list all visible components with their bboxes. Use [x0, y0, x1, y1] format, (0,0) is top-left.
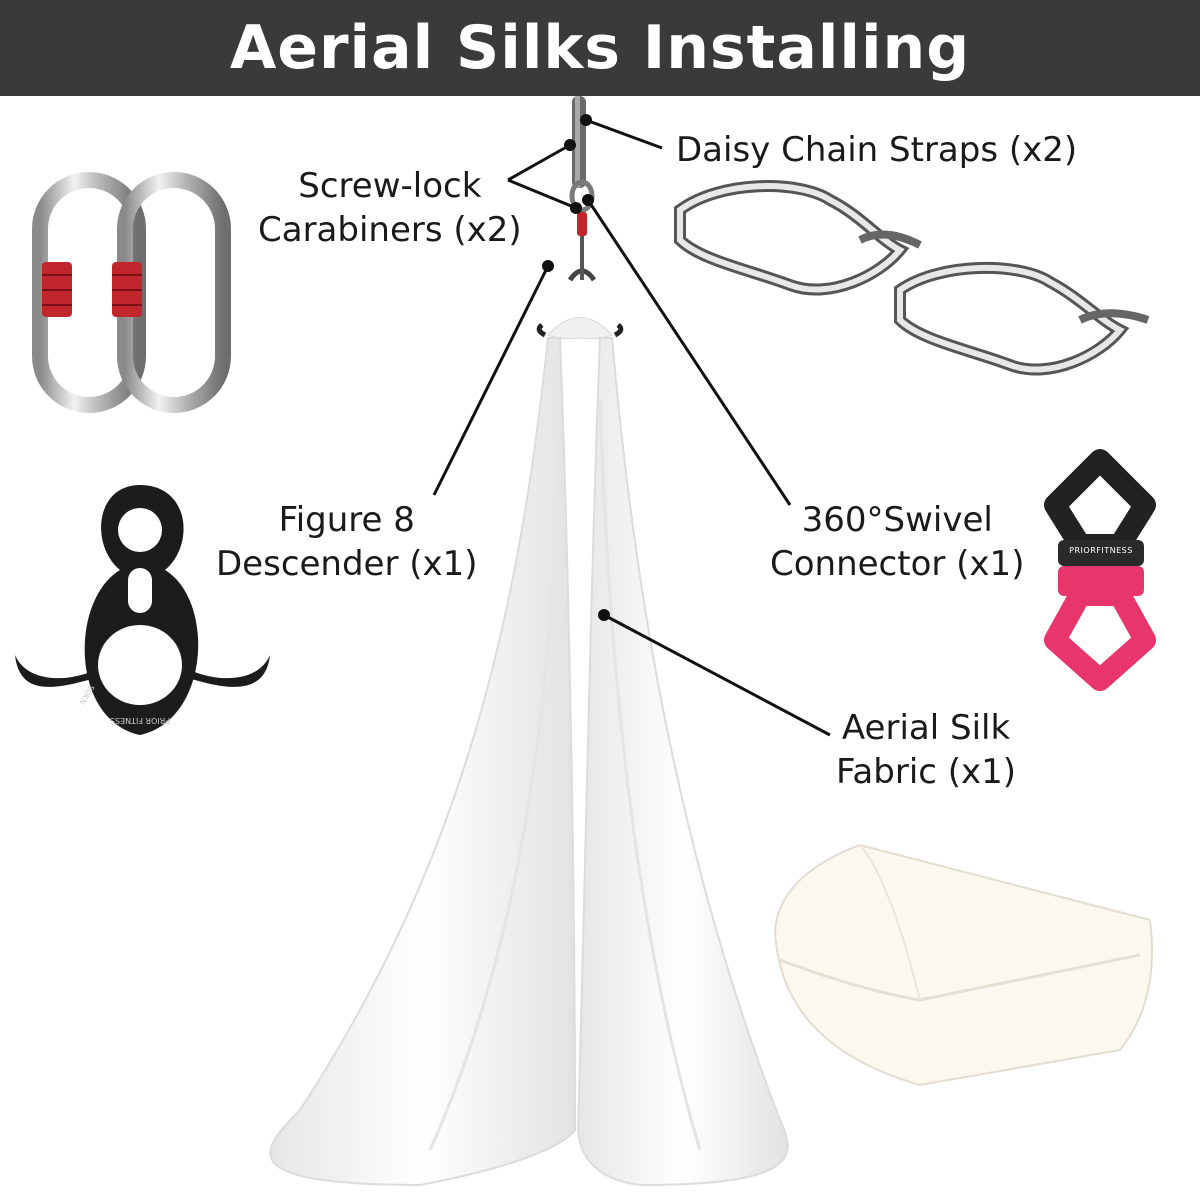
folded-silk-fabric-icon [773, 843, 1153, 1087]
leader-lines [432, 118, 831, 737]
silk-line1: Aerial Silk [841, 708, 1011, 748]
swivel-line1: 360°Swivel [801, 500, 993, 540]
carabiners-line2: Carabiners (x2) [258, 210, 522, 250]
swivel-line2: Connector (x1) [770, 544, 1025, 584]
silk-label: Aerial Silk Fabric (x1) [836, 706, 1016, 794]
daisy-chain-strap-icon [674, 180, 1150, 376]
swivel-connector-icon [1044, 449, 1156, 691]
daisy-chain-label: Daisy Chain Straps (x2) [676, 128, 1077, 172]
swivel-brand-mark: PRIORFITNESS [1069, 546, 1133, 555]
leader-dots [542, 114, 610, 621]
figure8-line2: Descender (x1) [216, 544, 478, 584]
figure8-descender-icon [15, 485, 270, 735]
hanging-silk-fabric-icon [269, 317, 789, 1187]
title-banner: Aerial Silks Installing [0, 0, 1200, 96]
carabiner-pair-icon [32, 172, 231, 413]
descender-brand-mark: PRIOR FITNESS [109, 716, 171, 725]
figure8-line1: Figure 8 [278, 500, 415, 540]
page-title: Aerial Silks Installing [229, 13, 971, 83]
swivel-label: 360°Swivel Connector (x1) [770, 498, 1024, 586]
carabiners-line1: Screw-lock [298, 166, 482, 206]
daisy-chain-text: Daisy Chain Straps (x2) [676, 130, 1078, 170]
carabiners-label: Screw-lock Carabiners (x2) [258, 164, 522, 252]
figure8-label: Figure 8 Descender (x1) [216, 498, 478, 586]
silk-line2: Fabric (x1) [836, 752, 1017, 792]
